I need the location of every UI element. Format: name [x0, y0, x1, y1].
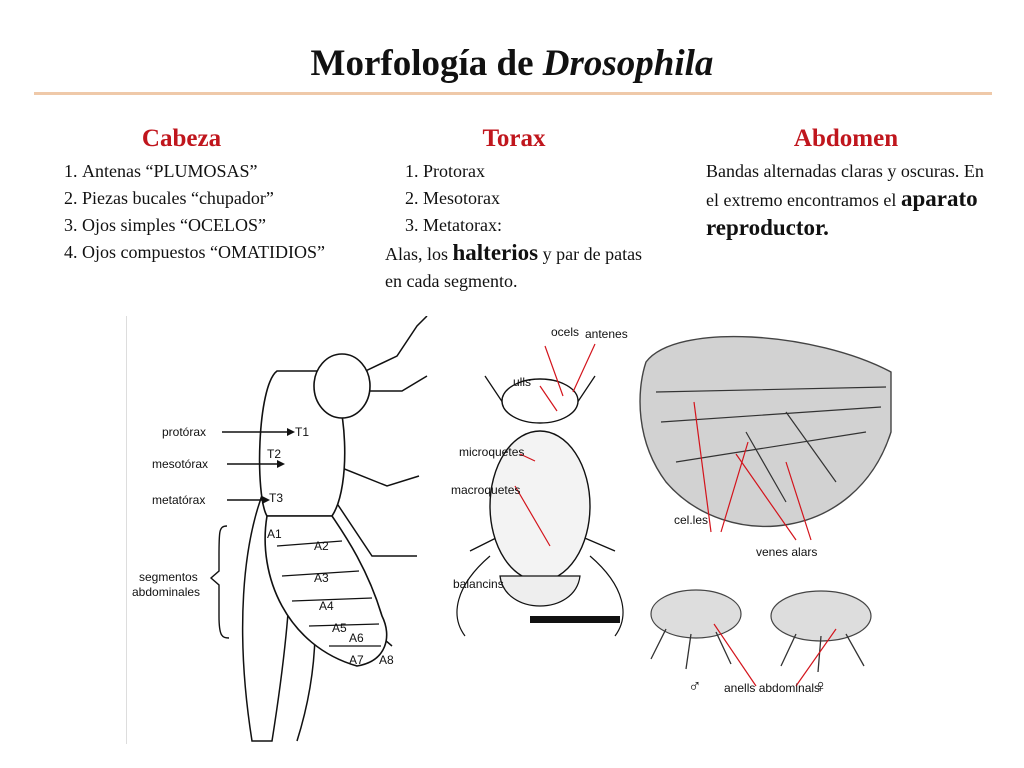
label-macroquetes: macroquetes: [451, 483, 520, 497]
fly-dorsal-svg: ocels antenes ulls microquetes macroquet…: [451, 325, 628, 637]
slide-title: Morfología de Drosophila: [0, 42, 1024, 85]
abdomen-svg: ♂ anells abdominals ♀: [650, 589, 872, 696]
label-balancins: balancins: [453, 577, 504, 591]
label-mesotorax: mesotórax: [152, 457, 208, 471]
label-anells-abdominals: anells abdominals: [724, 681, 820, 695]
seg-T2: T2: [267, 447, 281, 461]
male-symbol: ♂: [688, 676, 702, 696]
seg-T3: T3: [269, 491, 283, 505]
label-abdominales: abdominales: [132, 585, 200, 599]
cabeza-list: Antenas “PLUMOSAS” Piezas bucales “chupa…: [44, 158, 344, 266]
wing-svg: cel.les venes alars: [639, 335, 892, 559]
torax-column: Torax Protorax Mesotorax Metatorax: Alas…: [385, 124, 655, 295]
seg-A4: A4: [319, 599, 334, 613]
title-main: Morfología de: [310, 43, 543, 84]
list-item: Piezas bucales “chupador”: [82, 185, 344, 212]
label-microquetes: microquetes: [459, 445, 524, 459]
seg-A5: A5: [332, 621, 347, 635]
list-item: Ojos simples “OCELOS”: [82, 212, 344, 239]
list-item: Metatorax:: [423, 212, 655, 239]
seg-A7: A7: [349, 653, 364, 667]
fly-side-diagram: protórax mesotórax metatórax segmentos a…: [126, 316, 439, 744]
seg-A1: A1: [267, 527, 282, 541]
torax-text-bold: halterios: [452, 240, 539, 265]
label-celles: cel.les: [674, 513, 708, 527]
seg-A8: A8: [379, 653, 394, 667]
abdomen-image: ♂ anells abdominals ♀: [636, 574, 900, 708]
list-item: Mesotorax: [423, 185, 655, 212]
cabeza-column: Cabeza Antenas “PLUMOSAS” Piezas bucales…: [44, 124, 344, 266]
abdomen-text: Bandas alternadas claras y oscuras. En e…: [706, 158, 996, 243]
title-italic: Drosophila: [542, 43, 714, 84]
label-ulls: ulls: [513, 375, 531, 389]
abdomen-heading: Abdomen: [793, 125, 899, 152]
abdomen-text-bold: aparato reproductor.: [706, 186, 978, 240]
torax-text-a: Alas, los: [385, 244, 453, 264]
list-item: Ojos compuestos “OMATIDIOS”: [82, 239, 344, 266]
torax-list: Protorax Mesotorax Metatorax:: [385, 158, 655, 239]
label-ocels: ocels: [551, 325, 579, 339]
torax-text: Alas, los halterios y par de patas en ca…: [385, 239, 655, 295]
torax-text-b: y par de patas en cada segmento.: [385, 244, 643, 291]
label-protorax: protórax: [162, 425, 206, 439]
label-antenes: antenes: [585, 327, 628, 341]
title-divider: [34, 92, 992, 95]
abdomen-column: Abdomen Bandas alternadas claras y oscur…: [706, 124, 996, 243]
label-venes-alars: venes alars: [756, 545, 817, 559]
seg-A3: A3: [314, 571, 329, 585]
fly-side-svg: protórax mesotórax metatórax segmentos a…: [132, 316, 428, 742]
abdomen-text-plain: Bandas alternadas claras y oscuras. En e…: [706, 161, 984, 210]
wing-image: cel.les venes alars: [636, 312, 900, 574]
torax-heading: Torax: [482, 125, 546, 152]
female-symbol: ♀: [814, 676, 828, 696]
list-item: Protorax: [423, 158, 655, 185]
cabeza-heading: Cabeza: [141, 125, 222, 152]
seg-A6: A6: [349, 631, 364, 645]
fly-dorsal-diagram: ocels antenes ulls microquetes macroquet…: [445, 316, 635, 658]
label-metatorax: metatórax: [152, 493, 205, 507]
list-item: Antenas “PLUMOSAS”: [82, 158, 344, 185]
seg-A2: A2: [314, 539, 329, 553]
label-segmentos: segmentos: [139, 570, 198, 584]
seg-T1: T1: [295, 425, 309, 439]
